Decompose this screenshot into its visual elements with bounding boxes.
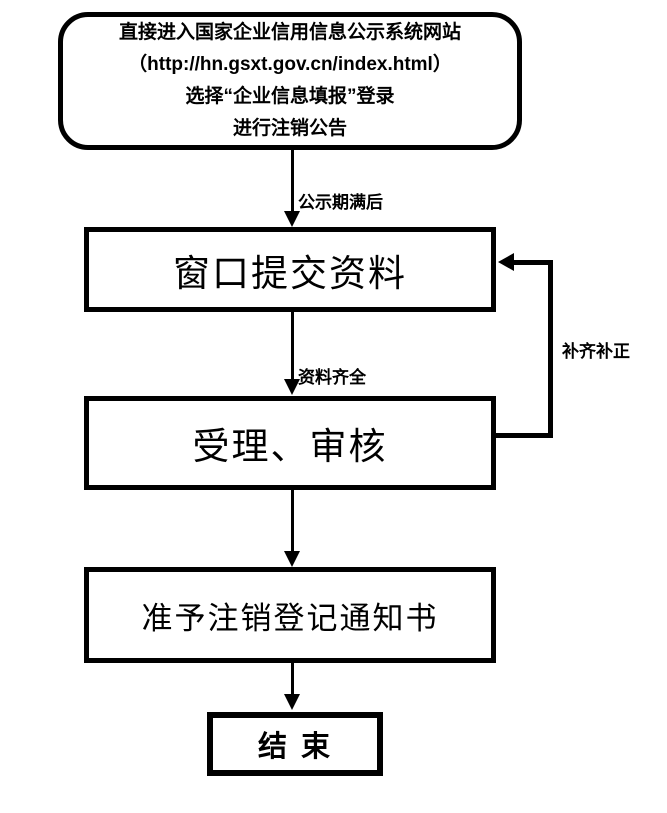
loop-line-bottom [494, 433, 553, 438]
arrowhead-down-icon [284, 551, 300, 567]
start-text-line-4: 进行注销公告 [232, 118, 347, 139]
edge-label-publicity-period: 公示期满后 [298, 193, 383, 212]
start-text-line-1: 直接进入国家企业信用信息公示系统网站 [118, 22, 461, 43]
step-label-end: 结 束 [257, 729, 333, 763]
loop-line-vertical [548, 260, 553, 438]
step-box-end: 结 束 [207, 712, 383, 776]
connector-line-2 [291, 311, 294, 380]
loop-line-top [512, 260, 553, 265]
start-terminator-node: 直接进入国家企业信用信息公示系统网站 （http://hn.gsxt.gov.c… [58, 12, 522, 150]
arrowhead-down-icon [284, 379, 300, 395]
arrowhead-left-icon [498, 253, 514, 271]
step-box-notice: 准予注销登记通知书 [84, 567, 496, 663]
step-box-window-submit: 窗口提交资料 [84, 227, 496, 312]
step-label-review: 受理、审核 [192, 425, 388, 468]
connector-line-1 [291, 150, 294, 212]
arrowhead-down-icon [284, 211, 300, 227]
connector-line-3 [291, 490, 294, 552]
step-box-review: 受理、审核 [84, 396, 496, 490]
arrowhead-down-icon [284, 694, 300, 710]
start-text-line-2-url: （http://hn.gsxt.gov.cn/index.html） [128, 54, 452, 75]
start-text-line-3: 选择“企业信息填报”登录 [185, 86, 395, 107]
step-label-notice: 准予注销登记通知书 [141, 600, 439, 637]
edge-label-supplement-correct: 补齐补正 [562, 342, 630, 361]
connector-line-4 [291, 663, 294, 695]
step-label-window-submit: 窗口提交资料 [173, 251, 407, 295]
edge-label-materials-complete: 资料齐全 [298, 368, 366, 387]
